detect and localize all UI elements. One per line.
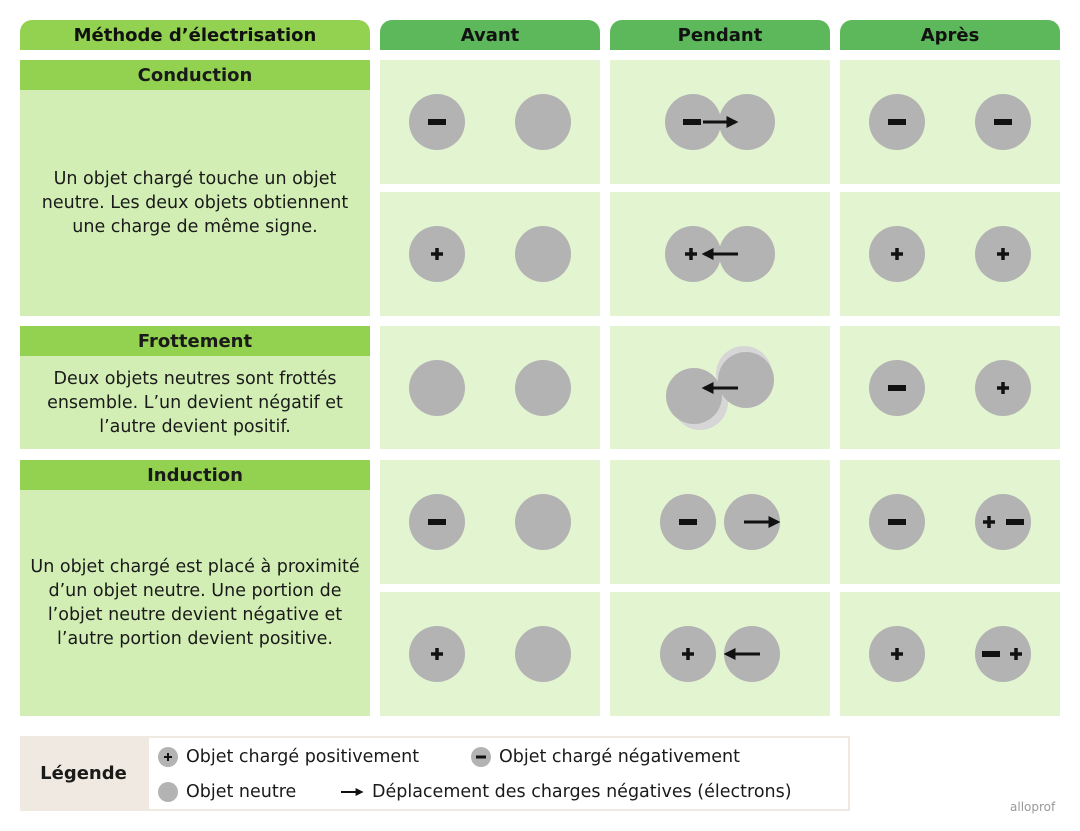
cell-induction-neg-during [610,460,830,584]
legend-negative-icon [471,747,491,767]
cell-induction-pos-during [610,592,830,716]
induction-neg-before-neutral-object [515,494,571,550]
induction-neg-after-charged-object [869,494,925,550]
conduction-pos-before-neutral-object [515,226,571,282]
header-before: Avant [380,20,600,50]
conduction-neg-after-object-1 [869,94,925,150]
induction-neg-before-charged-object [409,494,465,550]
induction-pos-before-neutral-object [515,626,571,682]
header-during: Pendant [610,20,830,50]
induction-pos-after-polarized-object [975,626,1031,682]
legend-neutral-icon [158,782,178,802]
induction-neg-during-charged-object [660,494,716,550]
conduction-description-text: Un objet chargé touche un objet neutre. … [41,169,349,237]
induction-title: Induction [20,460,370,490]
friction-title: Frottement [20,326,370,356]
brand-logo: alloprof [1010,800,1056,814]
conduction-neg-after-object-2 [975,94,1031,150]
conduction-neg-during-objects [665,94,775,150]
legend-box [147,736,850,811]
induction-pos-during-charged-object [660,626,716,682]
induction-neg-after-polarized-object [975,494,1031,550]
conduction-pos-during-objects [665,226,775,282]
induction-pos-before-charged-object [409,626,465,682]
induction-description-text: Un objet chargé est placé à proximité d’… [30,557,360,649]
friction-during-objects [666,346,774,430]
legend-negative-label: Objet chargé négativement [499,747,741,767]
friction-description: Deux objets neutres sont frottés ensembl… [20,356,370,449]
conduction-pos-after-object-2 [975,226,1031,282]
legend-positive-label: Objet chargé positivement [186,747,420,767]
conduction-neg-before-charged-object [409,94,465,150]
induction-pos-during-neutral-object [723,626,780,682]
legend-neutral-label: Objet neutre [186,782,297,802]
induction-description: Un objet chargé est placé à proximité d’… [20,490,370,716]
friction-after-negative-object [869,360,925,416]
header-after: Après [840,20,1060,50]
induction-pos-after-charged-object [869,626,925,682]
friction-description-text: Deux objets neutres sont frottés ensembl… [47,368,343,437]
legend-title: Légende [40,763,127,784]
conduction-description: Un objet chargé touche un objet neutre. … [20,90,370,316]
legend-arrow-label: Déplacement des charges négatives (élect… [372,782,792,802]
conduction-neg-before-neutral-object [515,94,571,150]
induction-neg-during-neutral-object [724,494,781,550]
header-method: Méthode d’électrisation [20,20,370,50]
friction-before-neutral-object-1 [409,360,465,416]
conduction-title: Conduction [20,60,370,90]
conduction-pos-before-charged-object [409,226,465,282]
conduction-pos-after-object-1 [869,226,925,282]
legend-positive-icon [158,747,178,767]
friction-after-positive-object [975,360,1031,416]
friction-before-neutral-object-2 [515,360,571,416]
